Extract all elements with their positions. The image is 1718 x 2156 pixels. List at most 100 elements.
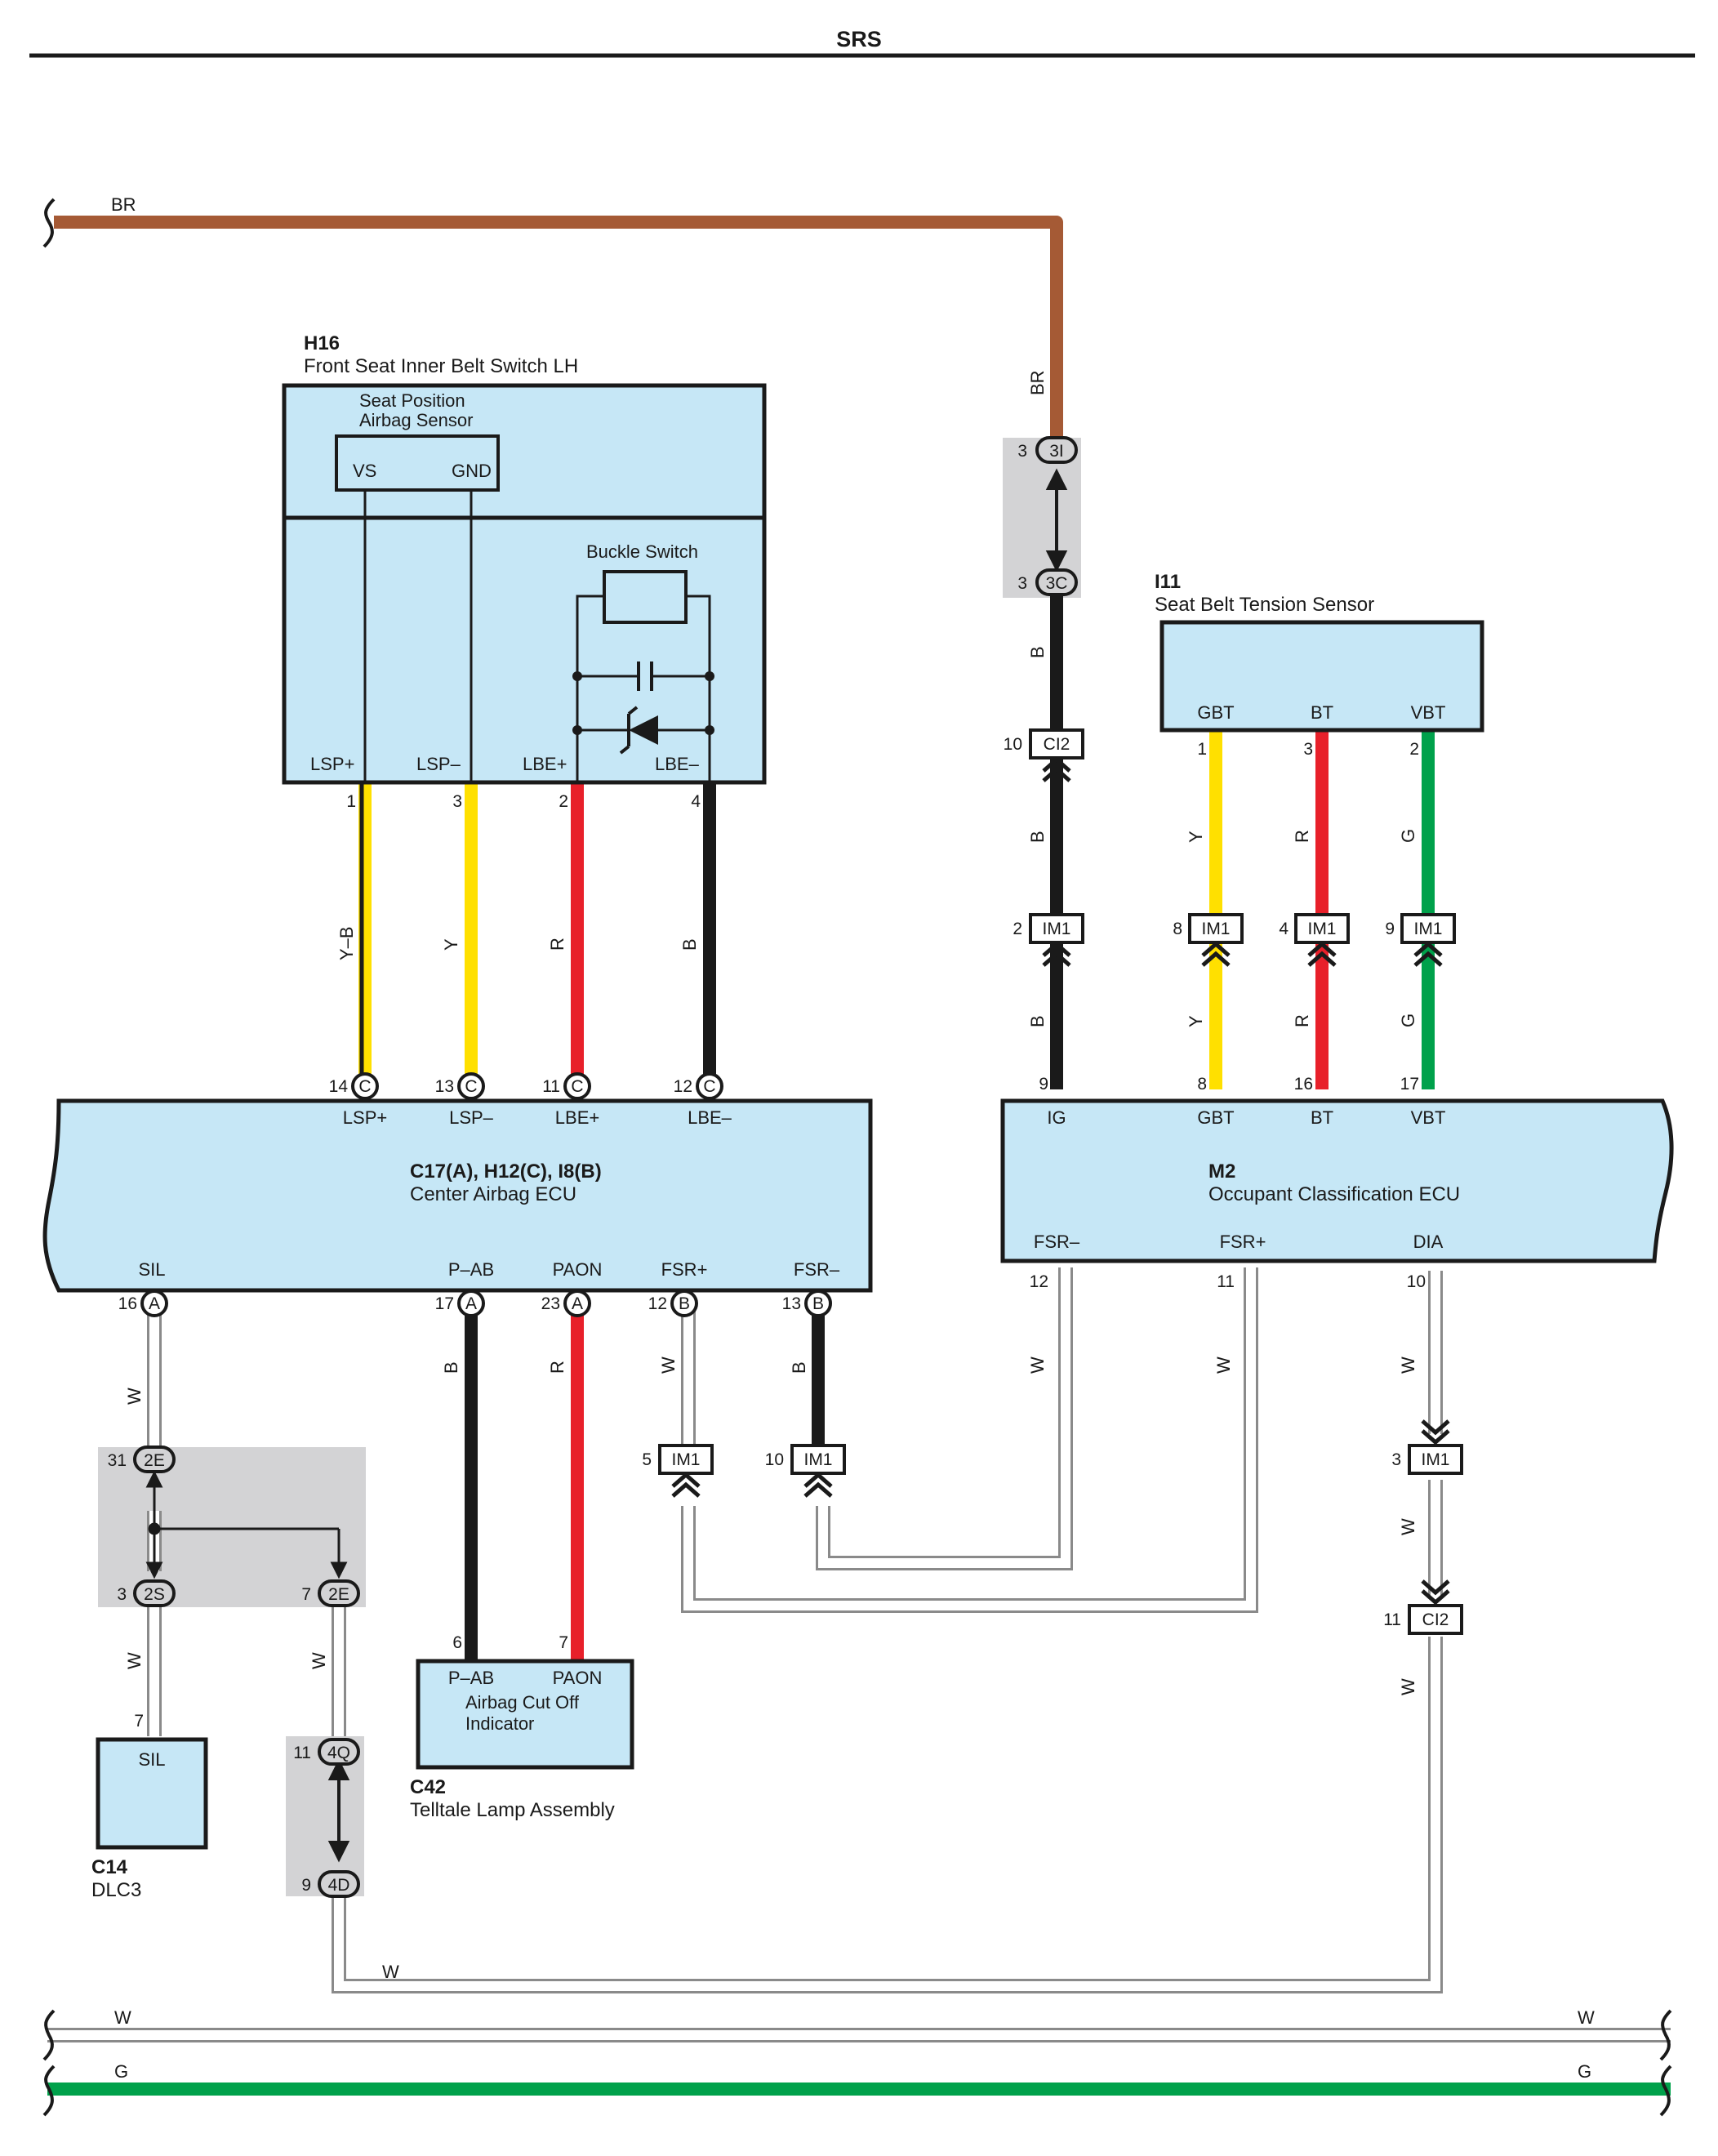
svg-text:G: G <box>1398 829 1418 843</box>
svg-text:8: 8 <box>1173 920 1182 938</box>
pin-circle-a-23: A <box>563 1290 591 1317</box>
center-ecu-code: C17(A), H12(C), I8(B) <box>410 1160 602 1183</box>
svg-text:11: 11 <box>542 1077 560 1096</box>
i11-pin-gbt: GBT <box>1197 702 1234 723</box>
h16-pin-lsp-minus: LSP– <box>416 754 461 774</box>
connector-im1-ig: IM1 <box>1029 913 1084 944</box>
svg-text:7: 7 <box>134 1712 144 1731</box>
connector-im1-fsr-plus: IM1 <box>658 1444 714 1475</box>
svg-text:7: 7 <box>559 1633 568 1652</box>
svg-text:W: W <box>1398 1356 1418 1374</box>
svg-text:6: 6 <box>452 1633 462 1652</box>
svg-text:3: 3 <box>452 792 462 811</box>
c42-pin-paon: PAON <box>553 1668 603 1688</box>
pin-circle-c-12: C <box>696 1072 723 1100</box>
connector-3c: 3C <box>1035 568 1078 596</box>
svg-text:9: 9 <box>1385 920 1395 938</box>
connector-2s-label: 2S <box>144 1585 165 1604</box>
connector-4d: 4D <box>318 1870 360 1898</box>
h16-vs: VS <box>353 461 376 481</box>
m2-top-bt: BT <box>1311 1107 1333 1128</box>
svg-text:C: C <box>465 1077 477 1096</box>
svg-text:B: B <box>1027 831 1048 843</box>
m2-bottom-dia: DIA <box>1413 1232 1444 1252</box>
svg-text:C: C <box>703 1077 715 1096</box>
svg-text:3: 3 <box>1017 442 1027 461</box>
connector-2s: 2S <box>133 1579 176 1607</box>
center-ecu-bottom-sil: SIL <box>138 1259 165 1280</box>
svg-text:13: 13 <box>435 1077 454 1096</box>
center-ecu-bottom-fsr-plus: FSR+ <box>661 1259 708 1280</box>
connector-ci2-dia: CI2 <box>1408 1604 1463 1635</box>
svg-text:14: 14 <box>329 1077 349 1096</box>
svg-text:IM1: IM1 <box>671 1450 700 1469</box>
m2-top-gbt: GBT <box>1197 1107 1234 1128</box>
center-ecu-name: Center Airbag ECU <box>410 1183 576 1205</box>
svg-text:12: 12 <box>648 1294 667 1313</box>
connector-ci2-top: CI2 <box>1029 728 1084 760</box>
center-ecu-bottom-paon: PAON <box>553 1259 603 1280</box>
h16-code: H16 <box>304 332 340 354</box>
c14-pin-sil: SIL <box>138 1749 165 1770</box>
pin-circle-b-12: B <box>670 1290 698 1317</box>
svg-text:11: 11 <box>293 1744 311 1762</box>
m2-name: Occupant Classification ECU <box>1208 1183 1460 1205</box>
center-ecu-top-lsp-minus: LSP– <box>449 1107 494 1128</box>
svg-text:W: W <box>124 1652 145 1669</box>
center-ecu-top-lsp-plus: LSP+ <box>343 1107 387 1128</box>
svg-text:8: 8 <box>1197 1075 1207 1094</box>
chevron-marks <box>671 756 1450 1606</box>
svg-text:R: R <box>547 1361 567 1374</box>
svg-text:G: G <box>1398 1013 1418 1027</box>
svg-text:B: B <box>679 938 700 951</box>
connector-2e-top: 2E <box>133 1446 176 1473</box>
h16-sensor-title-1: Seat Position <box>359 390 465 411</box>
m2-code: M2 <box>1208 1160 1235 1183</box>
svg-text:10: 10 <box>1004 735 1022 754</box>
svg-text:12: 12 <box>674 1077 692 1096</box>
i11-component: I11 Seat Belt Tension Sensor GBT BT VBT <box>1155 571 1484 733</box>
center-ecu-bottom-fsr-minus: FSR– <box>794 1259 840 1280</box>
svg-text:2: 2 <box>1013 920 1022 938</box>
svg-text:W: W <box>1027 1356 1048 1374</box>
svg-text:11: 11 <box>1217 1272 1235 1291</box>
svg-text:B: B <box>441 1361 461 1374</box>
connector-4q-label: 4Q <box>327 1744 350 1762</box>
svg-text:B: B <box>1027 646 1048 658</box>
c42-inner-2: Indicator <box>465 1713 534 1734</box>
svg-text:Y: Y <box>441 938 461 951</box>
connector-3i: 3I <box>1035 436 1078 464</box>
c42-inner-1: Airbag Cut Off <box>465 1692 580 1713</box>
svg-text:G: G <box>114 2061 128 2082</box>
svg-text:CI2: CI2 <box>1422 1610 1449 1629</box>
pin-circle-b-13: B <box>804 1290 832 1317</box>
connector-im1-dia: IM1 <box>1408 1444 1463 1475</box>
svg-text:IM1: IM1 <box>803 1450 832 1469</box>
svg-text:13: 13 <box>782 1294 801 1313</box>
round-connectors: 3I 3C 2E 2S 2E 4Q 4D <box>133 436 1078 1898</box>
connector-2e-top-label: 2E <box>144 1451 165 1470</box>
wire-labels: BR BR B B B Y R G Y R G Y–B Y R B W B R … <box>111 194 1595 2082</box>
h16-pin-lbe-plus: LBE+ <box>523 754 567 774</box>
box-connectors: CI2 IM1 IM1 IM1 IM1 IM1 IM1 IM1 CI2 <box>658 728 1463 1635</box>
h16-gnd: GND <box>452 461 492 481</box>
svg-text:9: 9 <box>301 1876 311 1895</box>
svg-text:Y: Y <box>1186 1015 1206 1027</box>
pin-circle-a-17: A <box>457 1290 485 1317</box>
svg-text:W: W <box>124 1388 145 1405</box>
svg-text:B: B <box>679 1294 690 1313</box>
svg-text:1: 1 <box>346 792 356 811</box>
pin-circle-c-14: C <box>351 1072 379 1100</box>
i11-pin-vbt: VBT <box>1411 702 1446 723</box>
svg-text:17: 17 <box>435 1294 454 1313</box>
svg-text:IM1: IM1 <box>1413 920 1442 938</box>
pin-circle-a-16: A <box>140 1290 168 1317</box>
connector-2e-right-label: 2E <box>328 1585 349 1604</box>
svg-text:W: W <box>1213 1356 1234 1374</box>
splice-4q-internal <box>327 1758 350 1863</box>
svg-text:Y–B: Y–B <box>336 926 357 960</box>
c14-code: C14 <box>91 1856 128 1878</box>
m2-bottom-fsr-plus: FSR+ <box>1220 1232 1266 1252</box>
pin-circle-c-11: C <box>563 1072 591 1100</box>
